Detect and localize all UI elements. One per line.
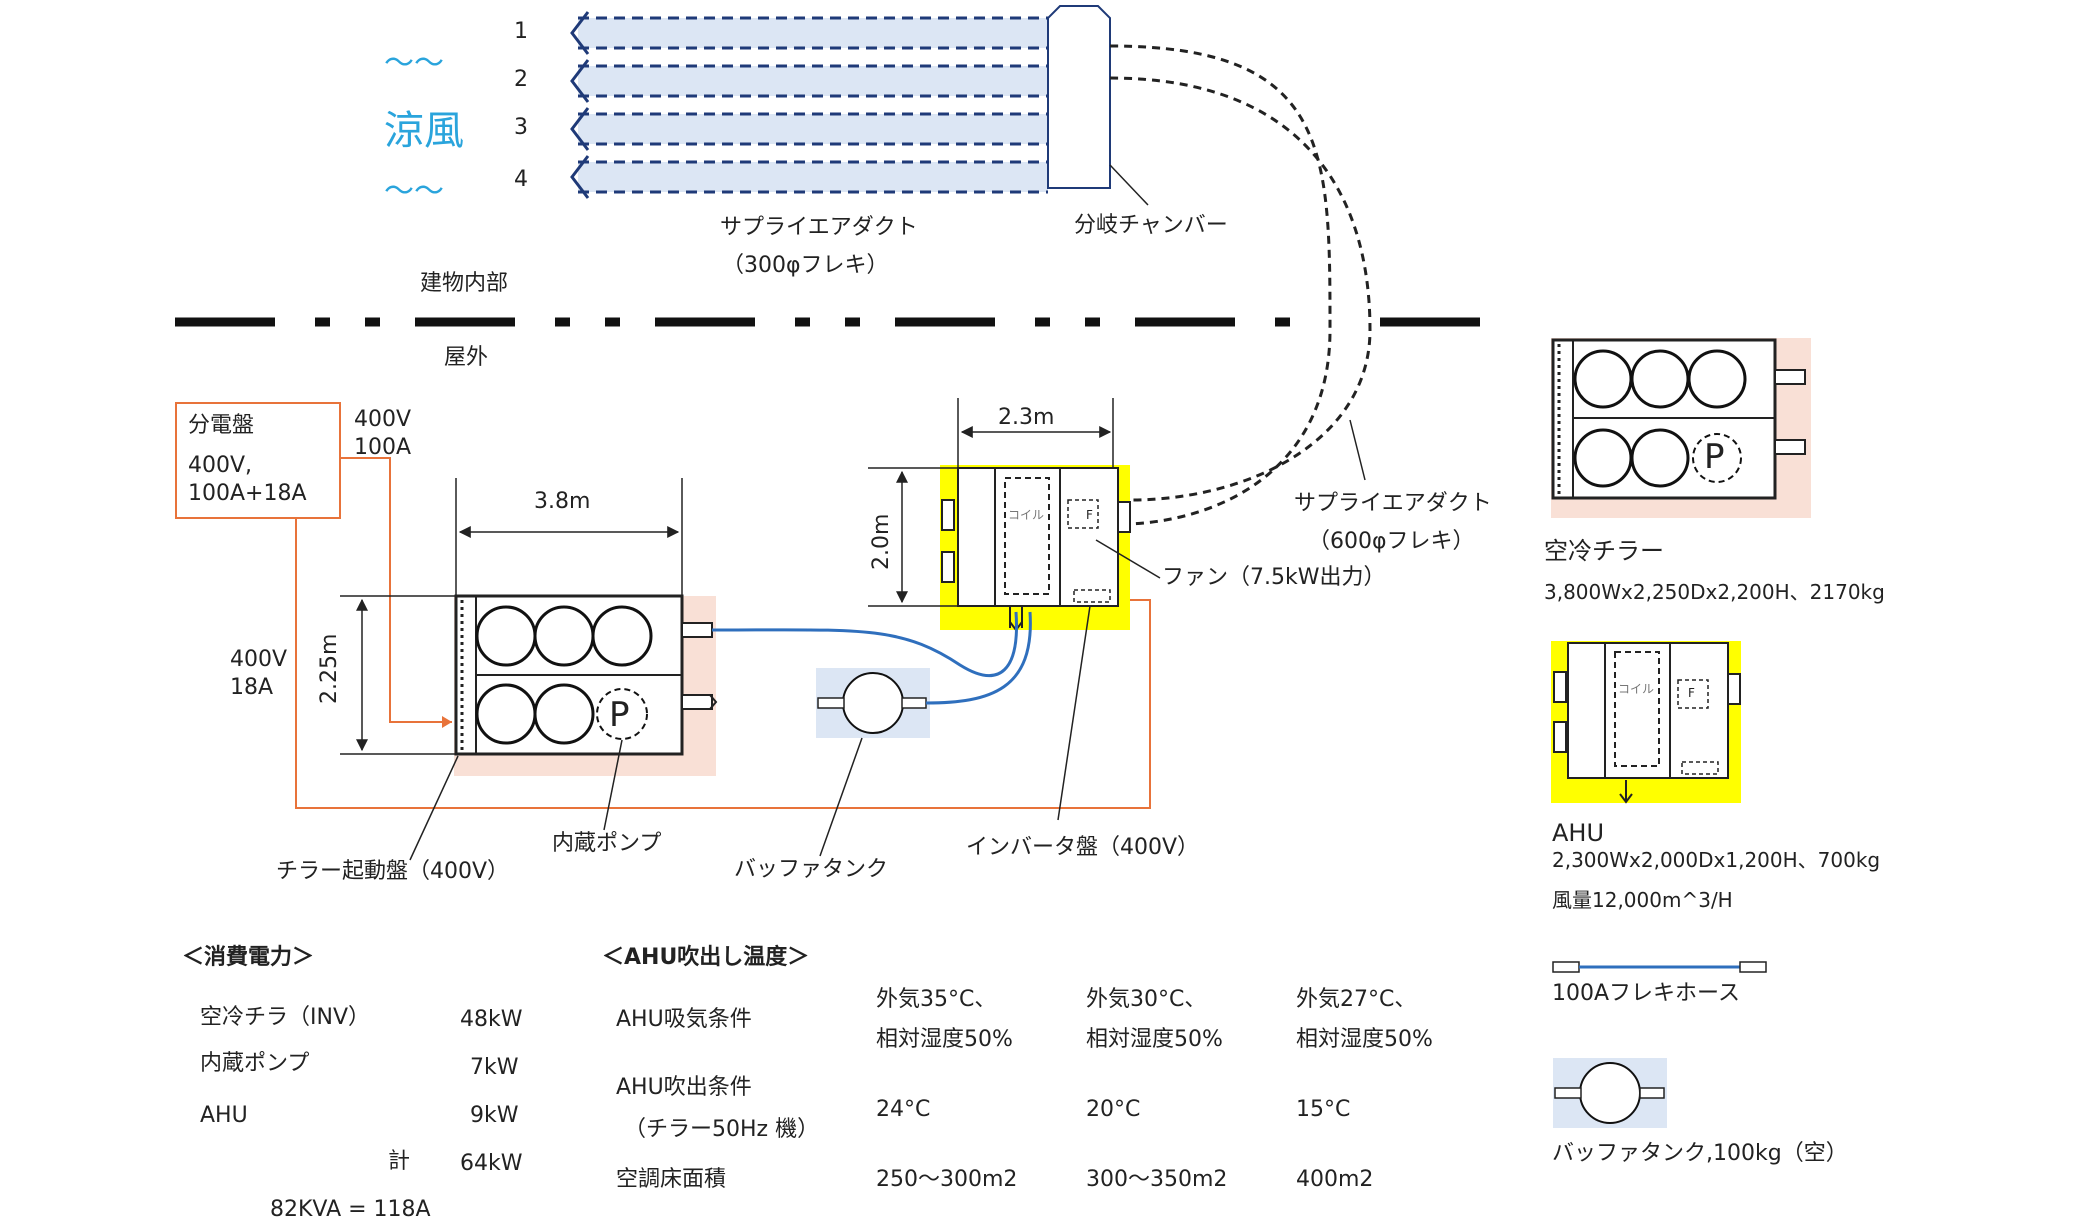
pump-p-icon: [596, 688, 648, 740]
chiller-starter-label: チラー起動盤（400V）: [276, 859, 510, 884]
buffer-tank: [816, 668, 930, 738]
temp-humidity: 相対湿度50%: [876, 1027, 1013, 1052]
duct-number-4: 4: [514, 167, 528, 192]
legend-ahu-flow: 風量12,000m^3/H: [1552, 888, 1733, 912]
feed-main-label: 400V 100A: [354, 407, 412, 460]
chiller-unit: [454, 594, 718, 776]
temp-outlet: 15°C: [1296, 1097, 1351, 1122]
chamber-label: 分岐チャンバー: [1074, 213, 1228, 238]
chamber-leader-line: [1109, 164, 1149, 206]
chiller-height-label: 2.25m: [317, 633, 342, 704]
power-row-name: AHU: [200, 1103, 248, 1128]
legend-hose: [1552, 961, 1767, 973]
temp-intake-label: AHU吸気条件: [616, 1007, 752, 1032]
pump-label: 内蔵ポンプ: [552, 831, 662, 856]
legend-hose-label: 100Aフレキホース: [1552, 981, 1740, 1006]
panel-title: 分電盤: [188, 413, 255, 438]
legend-tank-label: バッファタンク,100kg（空）: [1552, 1141, 1848, 1166]
power-total-label: 計: [388, 1149, 411, 1174]
legend-ahu-spec: 2,300Wx2,000Dx1,200H、700kg: [1552, 848, 1881, 872]
chiller-dimensions: [340, 478, 683, 755]
ahu-height-label: 2.0m: [869, 513, 894, 570]
temp-area: 300〜350m2: [1086, 1167, 1228, 1192]
legend-chiller-name: 空冷チラー: [1544, 537, 1664, 565]
power-row-value: 7kW: [470, 1055, 519, 1080]
temp-outlet-label: AHU吹出条件: [616, 1075, 752, 1100]
ahu-dimensions: [868, 398, 1114, 607]
temp-outlet-sub: （チラー50Hz 機）: [624, 1117, 820, 1142]
temp-area-label: 空調床面積: [616, 1167, 727, 1192]
fan-f-icon: F: [1086, 508, 1093, 522]
power-title: ＜消費電力＞: [182, 945, 315, 970]
big-duct-spec: （600φフレキ）: [1308, 529, 1475, 554]
duct-outlet-arrows: [570, 11, 590, 199]
temp-area: 250〜300m2: [876, 1167, 1018, 1192]
breeze-wave-icon: 〜〜: [384, 46, 444, 81]
power-lines: [295, 457, 1151, 809]
branch-chamber: [1047, 5, 1111, 189]
power-row-name: 内蔵ポンプ: [200, 1051, 310, 1076]
ahu-width-label: 2.3m: [998, 405, 1055, 430]
legend-chiller: [1551, 338, 1811, 518]
pump-p-icon: P: [609, 695, 630, 735]
legend-chiller-spec: 3,800Wx2,250Dx2,200H、2170kg: [1544, 580, 1885, 604]
power-row-value: 48kW: [460, 1007, 523, 1032]
legend-ahu-name: AHU: [1552, 819, 1605, 847]
temp-outlet: 20°C: [1086, 1097, 1141, 1122]
power-row-name: 空冷チラ（INV）: [200, 1005, 370, 1030]
temp-outdoor: 外気30°C、: [1086, 987, 1207, 1012]
panel-value: 400V, 100A+18A: [188, 453, 307, 506]
temp-outlet: 24°C: [876, 1097, 931, 1122]
fan-label: ファン（7.5kW出力）: [1162, 565, 1386, 590]
temp-humidity: 相対湿度50%: [1296, 1027, 1433, 1052]
buffer-tank-label: バッファタンク: [734, 857, 889, 882]
power-kva: 82KVA = 118A: [270, 1197, 431, 1222]
inverter-label: インバータ盤（400V）: [966, 835, 1200, 860]
flex-hoses: [711, 611, 1032, 705]
supply-duct-600: [1109, 44, 1372, 526]
duct-number-3: 3: [514, 115, 528, 140]
power-arrow: [442, 716, 452, 728]
supply-air-ducts: [570, 11, 1048, 199]
legend-buffer-tank: [1553, 1058, 1667, 1128]
supply-duct-label: サプライエアダクト: [720, 215, 918, 240]
power-row-value: 9kW: [470, 1103, 519, 1128]
chiller-width-label: 3.8m: [534, 489, 591, 514]
breeze-wave-icon: 〜〜: [384, 174, 444, 209]
duct-600-leader-line: [1349, 419, 1366, 481]
power-total-value: 64kW: [460, 1151, 523, 1176]
temp-humidity: 相対湿度50%: [1086, 1027, 1223, 1052]
temp-title: ＜AHU吹出し温度＞: [602, 945, 810, 970]
coil-label: コイル: [1008, 508, 1045, 522]
big-duct-label: サプライエアダクト: [1294, 491, 1492, 516]
inside-label: 建物内部: [420, 271, 509, 296]
temp-outdoor: 外気27°C、: [1296, 987, 1417, 1012]
legend-pump-p-icon: P: [1704, 437, 1725, 477]
distribution-panel: [175, 402, 341, 519]
ahu-unit: [940, 465, 1131, 632]
breeze-label: 涼風: [384, 108, 464, 154]
temp-area: 400m2: [1296, 1167, 1374, 1192]
legend-ahu: [1551, 641, 1741, 804]
leader-lines: [409, 539, 1161, 861]
legend-fan-f-icon: F: [1688, 686, 1695, 700]
legend-coil-label: コイル: [1618, 682, 1655, 696]
duct-number-2: 2: [514, 67, 528, 92]
outside-label: 屋外: [444, 345, 489, 370]
temp-outdoor: 外気35°C、: [876, 987, 997, 1012]
feed-chiller-label: 400V 18A: [230, 647, 288, 700]
supply-duct-spec: （300φフレキ）: [722, 253, 889, 278]
duct-number-1: 1: [514, 19, 528, 44]
